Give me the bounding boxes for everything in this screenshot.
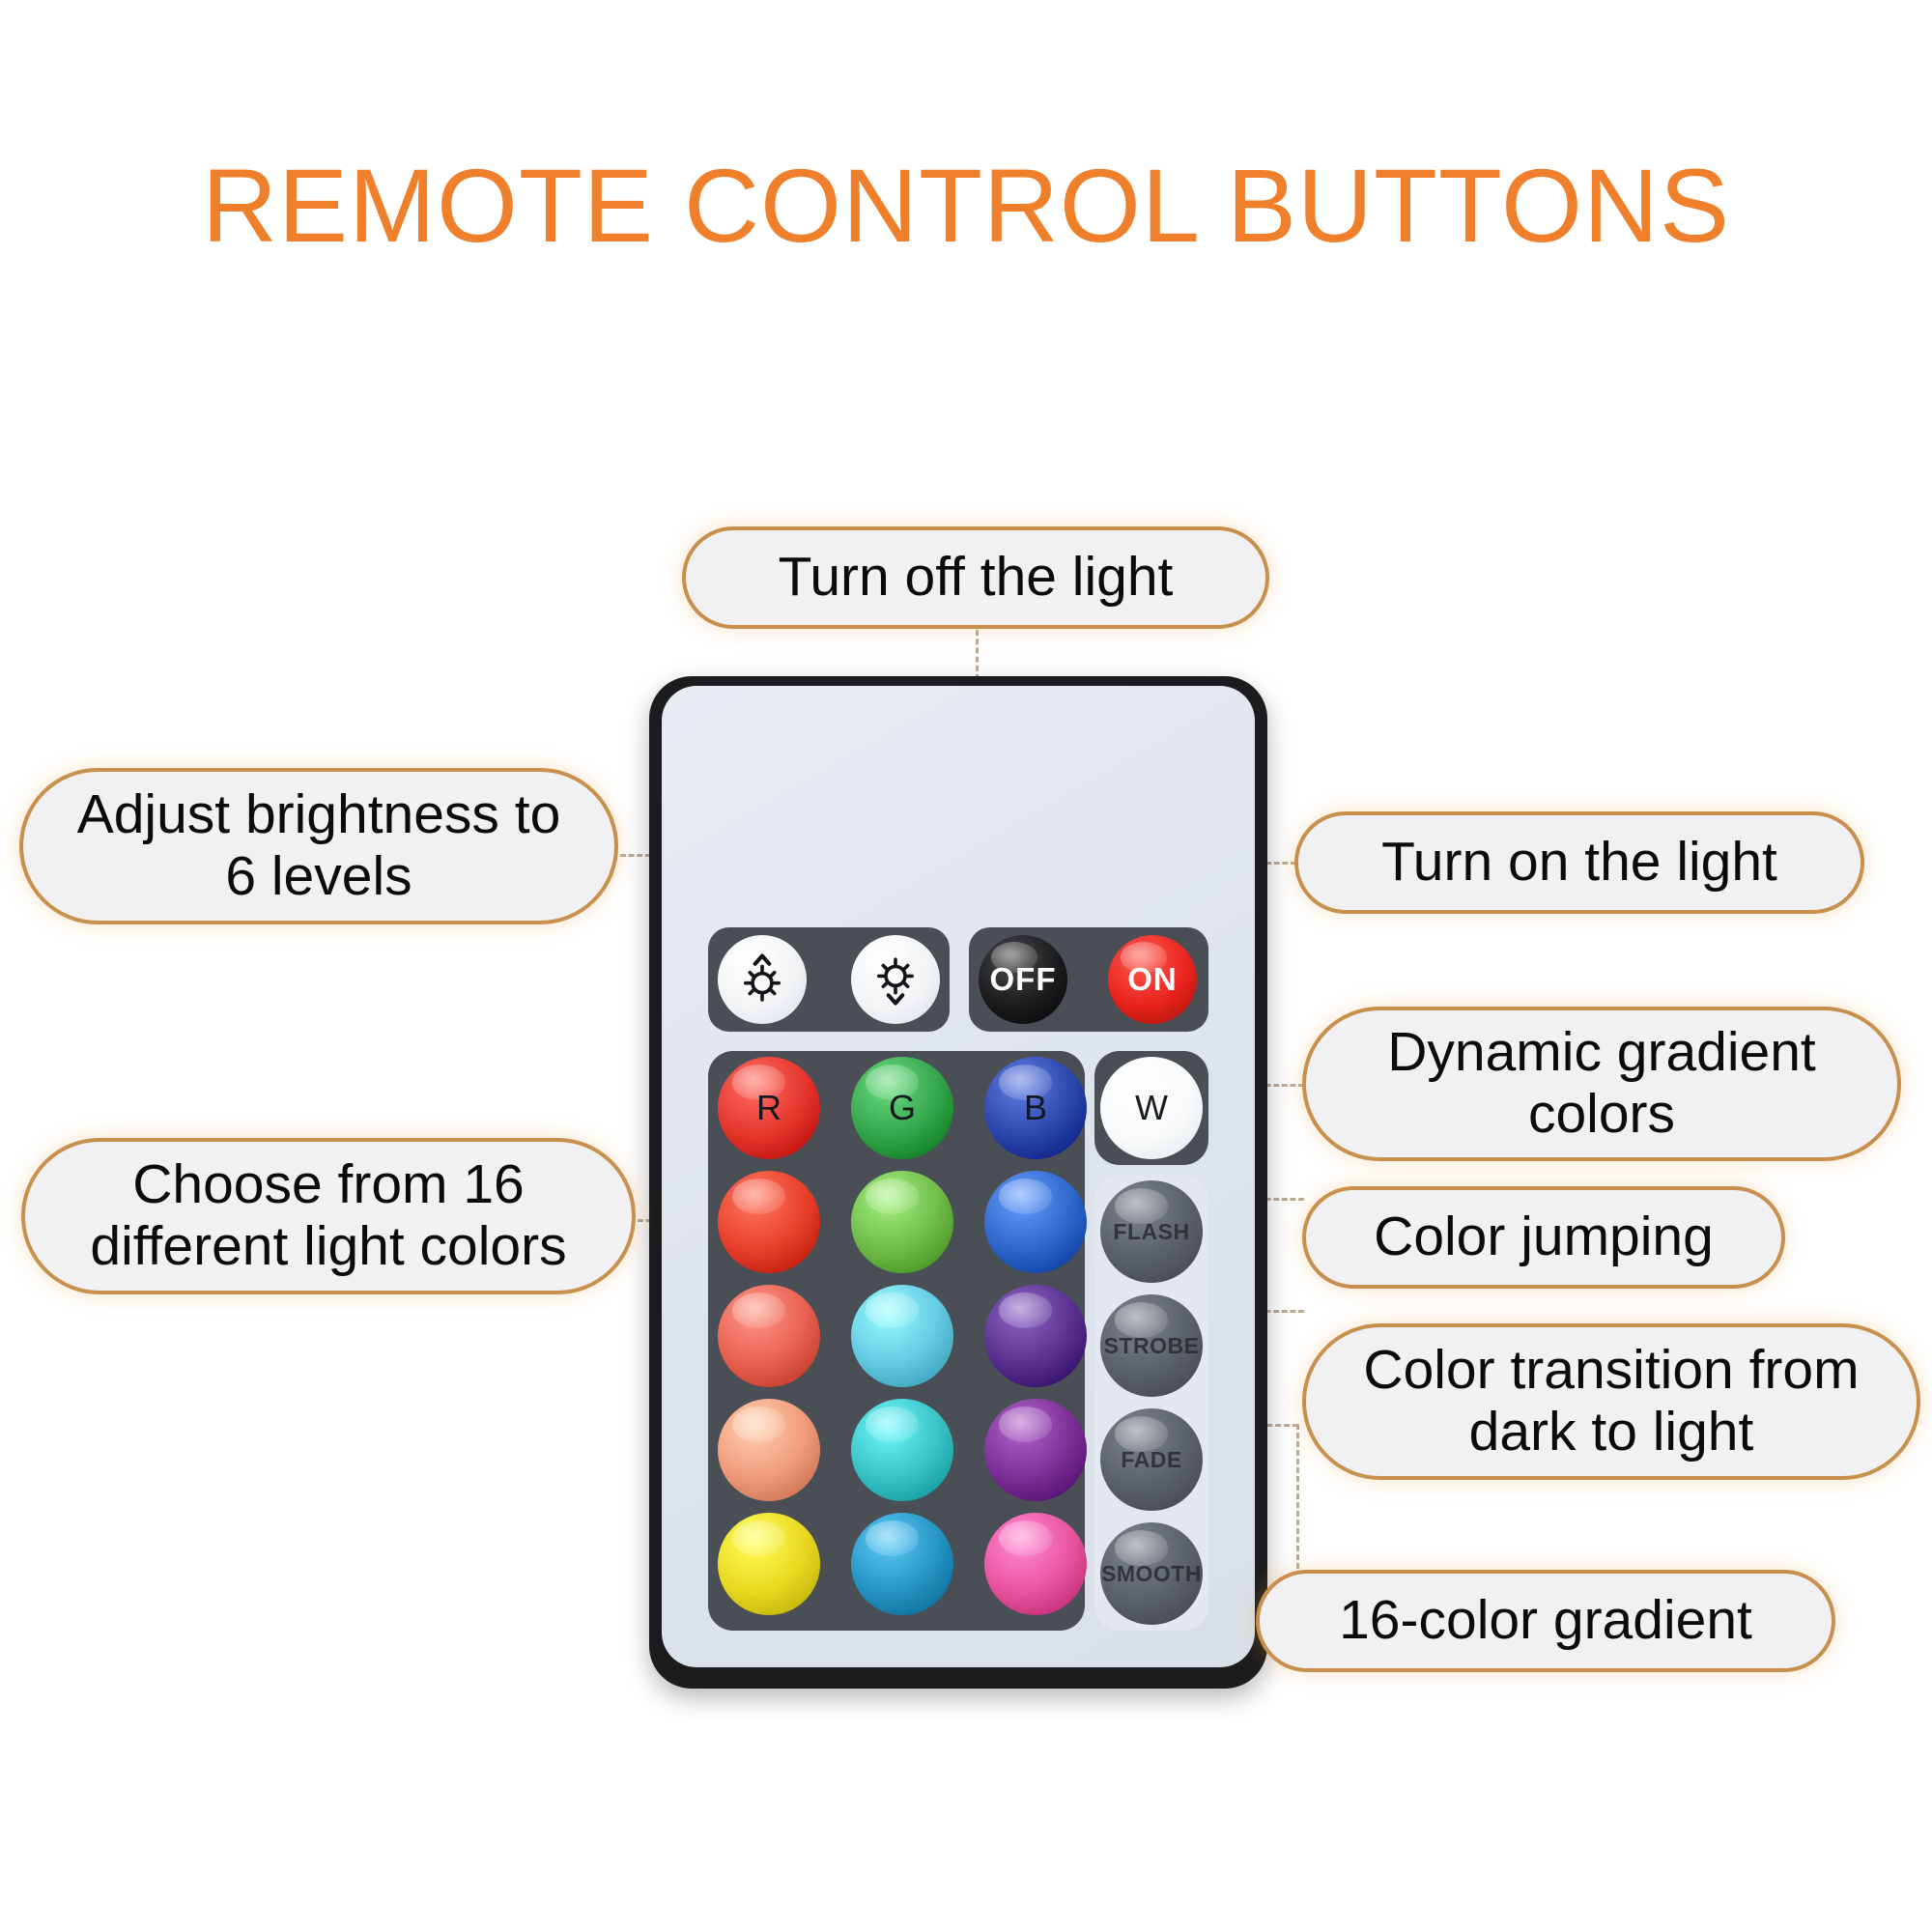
callout-dynamic-gradient: Dynamic gradient colors [1302, 1007, 1901, 1161]
sun-up-icon [743, 953, 781, 1002]
off-button-label: OFF [989, 961, 1057, 997]
color-button-r2-c2[interactable] [851, 1285, 953, 1387]
blue-color-button-label: B [1023, 1088, 1047, 1127]
remote-control-face: OFF ON W FLASH STROBE FADE [662, 686, 1255, 1667]
color-button-r3-c2[interactable] [851, 1399, 953, 1501]
on-button[interactable]: ON [1108, 935, 1197, 1024]
red-color-button-label: R [756, 1088, 781, 1127]
color-button-r3-c1[interactable] [718, 1399, 820, 1501]
callout-color-transition: Color transition from dark to light [1302, 1323, 1920, 1480]
color-button-r1-c1[interactable] [718, 1171, 820, 1273]
flash-button-label: FLASH [1113, 1218, 1190, 1244]
strobe-button-label: STROBE [1103, 1332, 1200, 1358]
page-title: REMOTE CONTROL BUTTONS [201, 147, 1731, 264]
color-button-r4-c1[interactable] [718, 1513, 820, 1615]
fade-button-label: FADE [1121, 1446, 1182, 1472]
blue-color-button[interactable]: B [984, 1057, 1087, 1159]
fade-button[interactable]: FADE [1100, 1408, 1203, 1511]
smooth-button-label: SMOOTH [1101, 1560, 1202, 1586]
off-button[interactable]: OFF [979, 935, 1067, 1024]
green-color-button[interactable]: G [851, 1057, 953, 1159]
remote-control-body: OFF ON W FLASH STROBE FADE [649, 676, 1267, 1689]
color-button-r1-c3[interactable] [984, 1171, 1087, 1273]
color-button-r4-c2[interactable] [851, 1513, 953, 1615]
flash-button[interactable]: FLASH [1100, 1180, 1203, 1283]
white-color-button[interactable]: W [1100, 1057, 1203, 1159]
callout-choose-colors: Choose from 16 different light colors [21, 1138, 636, 1294]
red-color-button[interactable]: R [718, 1057, 820, 1159]
strobe-button[interactable]: STROBE [1100, 1294, 1203, 1397]
sun-down-icon [876, 957, 915, 1006]
callout-turn-on: Turn on the light [1294, 811, 1864, 914]
on-button-label: ON [1127, 961, 1178, 997]
color-button-r4-c3[interactable] [984, 1513, 1087, 1615]
callout-16-color-gradient: 16-color gradient [1256, 1570, 1835, 1672]
color-button-r2-c3[interactable] [984, 1285, 1087, 1387]
callout-brightness: Adjust brightness to 6 levels [19, 768, 618, 924]
white-button-label: W [1135, 1088, 1168, 1127]
color-button-r1-c2[interactable] [851, 1171, 953, 1273]
smooth-button[interactable]: SMOOTH [1100, 1522, 1203, 1625]
color-button-r3-c3[interactable] [984, 1399, 1087, 1501]
brightness-down-button[interactable] [851, 935, 940, 1024]
green-color-button-label: G [888, 1088, 916, 1127]
color-button-r2-c1[interactable] [718, 1285, 820, 1387]
brightness-up-button[interactable] [718, 935, 807, 1024]
connector-turn-off [976, 630, 979, 680]
callout-turn-off: Turn off the light [682, 526, 1269, 629]
callout-color-jumping: Color jumping [1302, 1186, 1785, 1289]
